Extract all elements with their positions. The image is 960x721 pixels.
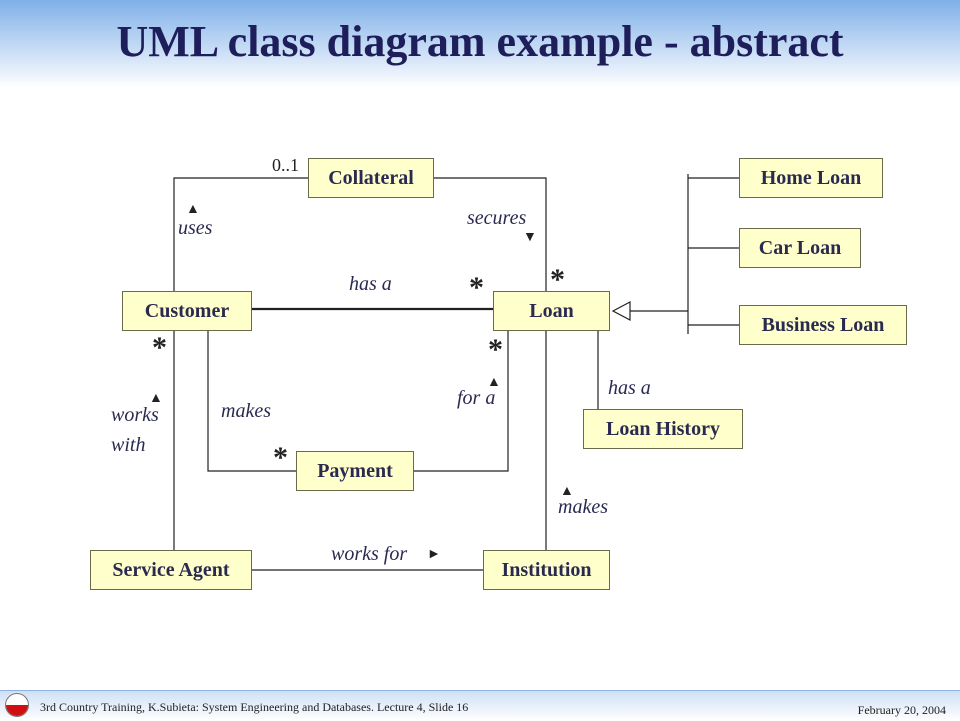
- arrow-up-uses: ▲: [186, 202, 200, 217]
- footer-date: February 20, 2004: [857, 703, 946, 717]
- arrow-right-works-for: ►: [427, 547, 441, 562]
- label-makes-payment: makes: [221, 400, 271, 422]
- class-home-loan[interactable]: Home Loan: [739, 158, 883, 198]
- footer-bar: 3rd Country Training, K.Subieta: System …: [0, 690, 960, 721]
- slide-title: UML class diagram example - abstract: [116, 17, 844, 66]
- label-secures: secures: [467, 207, 527, 229]
- multiplicity-customer-bottom: *: [152, 331, 167, 364]
- label-has-a-history: has a: [608, 377, 651, 399]
- label-works-for: works for: [331, 543, 408, 565]
- multiplicity-loan-customer: *: [469, 271, 484, 304]
- arrow-up-makes-institution: ▲: [560, 484, 574, 499]
- multiplicity-payment: *: [273, 441, 288, 474]
- label-for-a: for a: [457, 387, 496, 409]
- class-collateral[interactable]: Collateral: [308, 158, 434, 198]
- class-service-agent[interactable]: Service Agent: [90, 550, 252, 590]
- footer-course-info: 3rd Country Training, K.Subieta: System …: [40, 700, 469, 714]
- title-bar: [0, 0, 960, 88]
- class-car-loan[interactable]: Car Loan: [739, 228, 861, 268]
- label-has-a-loan: has a: [349, 273, 392, 295]
- multiplicity-loan-bottom: *: [488, 333, 503, 366]
- label-makes-institution: makes: [558, 496, 608, 518]
- class-customer[interactable]: Customer: [122, 291, 252, 331]
- class-business-loan[interactable]: Business Loan: [739, 305, 907, 345]
- class-payment[interactable]: Payment: [296, 451, 414, 491]
- multiplicity-loan-collateral: *: [550, 263, 565, 296]
- multiplicity-collateral: 0..1: [272, 155, 299, 175]
- customer-collateral-line: [173, 177, 308, 291]
- class-loan[interactable]: Loan: [493, 291, 610, 331]
- class-institution[interactable]: Institution: [483, 550, 610, 590]
- collateral-loan-line: [434, 177, 547, 291]
- label-uses: uses: [178, 217, 213, 239]
- arrow-up-for-a: ▲: [487, 375, 501, 390]
- arrow-down-secures: ▼: [523, 230, 537, 245]
- arrow-up-works-with: ▲: [149, 391, 163, 406]
- payment-loan-line: [414, 331, 509, 472]
- flag-logo-icon: [5, 693, 29, 717]
- label-works-with-2: with: [111, 434, 146, 456]
- class-loan-history[interactable]: Loan History: [583, 409, 743, 449]
- generalization-arrowhead: [611, 301, 631, 321]
- customer-payment-line: [207, 331, 296, 472]
- label-works-with-1: works: [111, 404, 159, 426]
